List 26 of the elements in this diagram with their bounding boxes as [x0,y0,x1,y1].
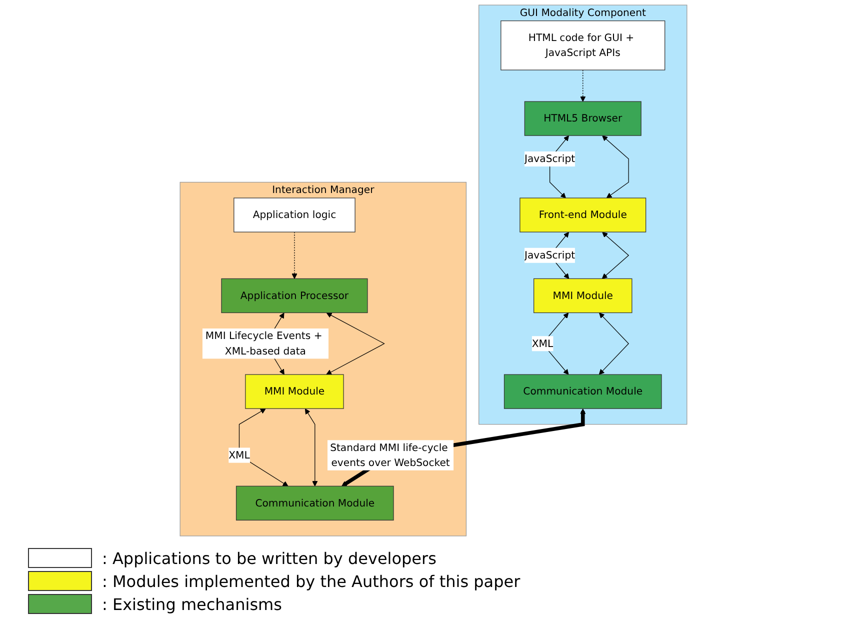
legend-text: : Modules implemented by the Authors of this paper [102,572,520,590]
arrow [602,135,629,198]
edge-label: MMI Lifecycle Events + XML-based data [205,330,322,357]
arrow [326,312,385,375]
arrow [602,232,630,279]
arrow [580,70,586,102]
edge-label: XML [228,448,250,461]
arrow [292,232,298,279]
node-box: Application Processor [221,278,368,314]
edge-label: JavaScript [524,152,576,165]
edge-label: XML [532,337,554,350]
node-box: Front-end Module [520,198,646,232]
edge-label: JavaScript [524,249,576,262]
edge-label: Standard MMI life-cycle events over WebSocket [330,441,450,468]
legend-text: : Existing mechanisms [102,594,282,614]
legend-text: : Applications to be written by developers [102,548,436,568]
node-box: MMI Module [245,374,344,409]
node-box: HTML5 Browser [524,101,642,136]
arrow [598,312,630,375]
arrow [238,408,288,486]
arrow [304,408,318,486]
node-box: Communication Module [236,486,394,520]
node-box: MMI Module [534,278,632,314]
node-box: HTML code for GUI + JavaScript APIs [500,20,666,70]
node-box: Communication Module [504,374,662,409]
node-box: Application logic [234,198,356,232]
